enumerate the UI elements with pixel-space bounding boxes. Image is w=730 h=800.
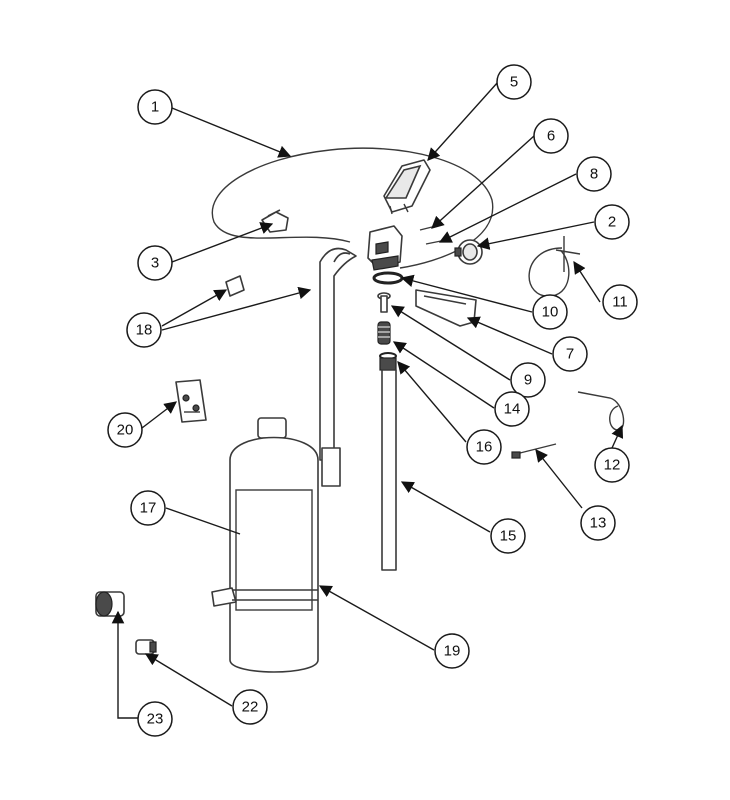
callout-12: 12 [594, 447, 630, 483]
callout-13: 13 [580, 505, 616, 541]
fitting-part-22 [135, 639, 157, 655]
callout-19: 19 [434, 633, 470, 669]
callout-label: 13 [590, 515, 607, 532]
callout-label: 6 [547, 128, 555, 145]
valve-body [367, 225, 403, 271]
callout-15: 15 [490, 518, 526, 554]
callout-label: 10 [542, 304, 559, 321]
callout-label: 12 [604, 457, 621, 474]
leader-lines [111, 81, 624, 719]
callout-label: 8 [590, 166, 598, 183]
cylinder-part-17 [229, 417, 319, 673]
callout-label: 23 [147, 711, 164, 728]
wall-bracket-part-20 [175, 379, 207, 423]
callout-18: 18 [126, 312, 162, 348]
callout-2: 2 [594, 204, 630, 240]
callout-label: 11 [612, 294, 628, 311]
callout-label: 7 [566, 346, 574, 363]
callout-11: 11 [602, 284, 638, 320]
strap-part-19 [211, 587, 318, 607]
callout-label: 17 [140, 500, 157, 517]
pin-part-13 [511, 443, 557, 459]
callout-label: 9 [524, 372, 532, 389]
callout-14: 14 [494, 391, 530, 427]
spring-part-12 [577, 391, 625, 431]
callout-label: 16 [476, 439, 493, 456]
callout-23: 23 [137, 701, 173, 737]
wire-part-11 [528, 236, 581, 297]
callout-20: 20 [107, 412, 143, 448]
callout-1: 1 [137, 89, 173, 125]
nozzle-part-18 [225, 275, 245, 297]
callout-label: 14 [504, 401, 521, 418]
callout-label: 5 [510, 74, 518, 91]
callout-bubbles: 1 2 3 5 6 7 8 9 10 11 12 13 14 15 16 17 … [107, 64, 638, 737]
callout-label: 20 [117, 422, 134, 439]
callout-16: 16 [466, 429, 502, 465]
clip-part-3 [261, 209, 289, 233]
handle-part-5 [383, 159, 431, 215]
callout-label: 15 [500, 528, 517, 545]
hose-loop-part-1 [211, 147, 494, 269]
callout-label: 22 [242, 699, 259, 716]
hose-part-18 [319, 247, 357, 487]
callout-8: 8 [576, 156, 612, 192]
callout-5: 5 [496, 64, 532, 100]
oring-part-10 [372, 271, 404, 285]
nut-part-23 [95, 591, 125, 617]
spring-part-14 [377, 321, 391, 345]
callout-label: 18 [136, 322, 153, 339]
callout-6: 6 [533, 118, 569, 154]
callout-label: 19 [444, 643, 461, 660]
callout-label: 1 [151, 99, 159, 116]
callout-label: 3 [151, 255, 159, 272]
callout-9: 9 [510, 362, 546, 398]
callout-3: 3 [137, 245, 173, 281]
callout-22: 22 [232, 689, 268, 725]
siphon-tube-part-15 [379, 357, 397, 571]
callout-7: 7 [552, 336, 588, 372]
callout-10: 10 [532, 294, 568, 330]
callout-label: 2 [608, 214, 616, 231]
valve-stem-part-9 [377, 292, 391, 313]
callout-17: 17 [130, 490, 166, 526]
gauge-part-2 [454, 239, 483, 265]
parts [95, 147, 625, 673]
